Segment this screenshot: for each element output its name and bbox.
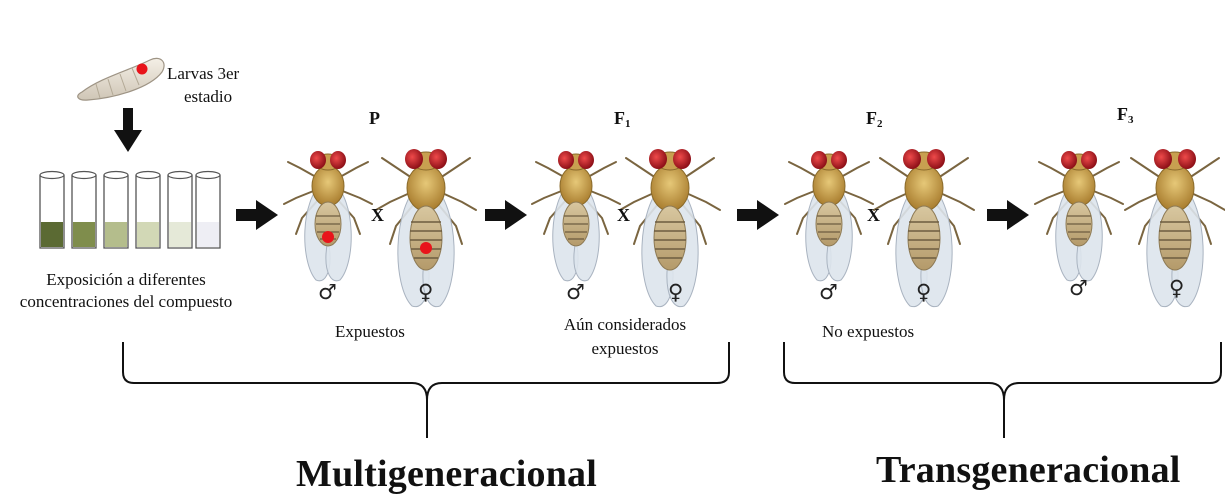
test-tube bbox=[196, 172, 220, 249]
female-symbol-p: ♀ bbox=[418, 280, 433, 304]
female-symbol-f1: ♀ bbox=[668, 280, 683, 304]
male-symbol-f2: ♂ bbox=[819, 280, 838, 304]
larva-marker bbox=[137, 64, 148, 75]
exposure-marker-female bbox=[420, 242, 432, 254]
fly-male-p bbox=[284, 151, 372, 281]
group-label-multigenerational: Multigeneracional bbox=[296, 452, 597, 496]
cross-symbol-f1: X bbox=[617, 205, 630, 226]
generation-label-f3: F3 bbox=[1117, 104, 1134, 126]
cross-symbol-p: X bbox=[371, 205, 384, 226]
status-label-p: Expuestos bbox=[335, 321, 405, 343]
exposure-label-line1: Exposición a diferentes bbox=[0, 269, 252, 291]
larva-label-line1: Larvas 3er bbox=[167, 63, 239, 85]
generation-label-p: P bbox=[369, 108, 380, 130]
right-arrow-icon bbox=[236, 200, 278, 230]
larva-illustration bbox=[78, 58, 164, 100]
male-symbol-f3: ♂ bbox=[1069, 276, 1088, 300]
status-label-f1-line1: Aún considerados bbox=[545, 314, 705, 336]
group-label-transgenerational: Transgeneracional bbox=[876, 448, 1181, 492]
test-tube bbox=[136, 172, 160, 249]
test-tubes bbox=[40, 172, 220, 249]
right-arrow-icon bbox=[737, 200, 779, 230]
down-arrow-icon bbox=[114, 108, 142, 152]
male-symbol-p: ♂ bbox=[318, 280, 337, 304]
generation-label-f1: F1 bbox=[614, 108, 631, 130]
exposure-label-line2: concentraciones del compuesto bbox=[0, 291, 252, 313]
test-tube bbox=[72, 172, 96, 249]
generation-label-f2: F2 bbox=[866, 108, 883, 130]
cross-symbol-f2: X bbox=[867, 205, 880, 226]
test-tube bbox=[40, 172, 64, 249]
right-arrow-icon bbox=[987, 200, 1029, 230]
fly-male-f1 bbox=[532, 151, 620, 281]
test-tube bbox=[104, 172, 128, 249]
test-tube bbox=[168, 172, 192, 249]
status-label-f1-line2: expuestos bbox=[545, 338, 705, 360]
fly-male-f2 bbox=[785, 151, 873, 281]
male-symbol-f1: ♂ bbox=[566, 280, 585, 304]
status-label-f2: No expuestos bbox=[822, 321, 914, 343]
female-symbol-f3: ♀ bbox=[1169, 276, 1184, 300]
larva-label-line2: estadio bbox=[184, 86, 232, 108]
fly-male-f3 bbox=[1035, 151, 1123, 281]
right-arrow-icon bbox=[485, 200, 527, 230]
exposure-marker-male bbox=[322, 231, 334, 243]
brace-transgenerational bbox=[784, 342, 1221, 438]
female-symbol-f2: ♀ bbox=[916, 280, 931, 304]
